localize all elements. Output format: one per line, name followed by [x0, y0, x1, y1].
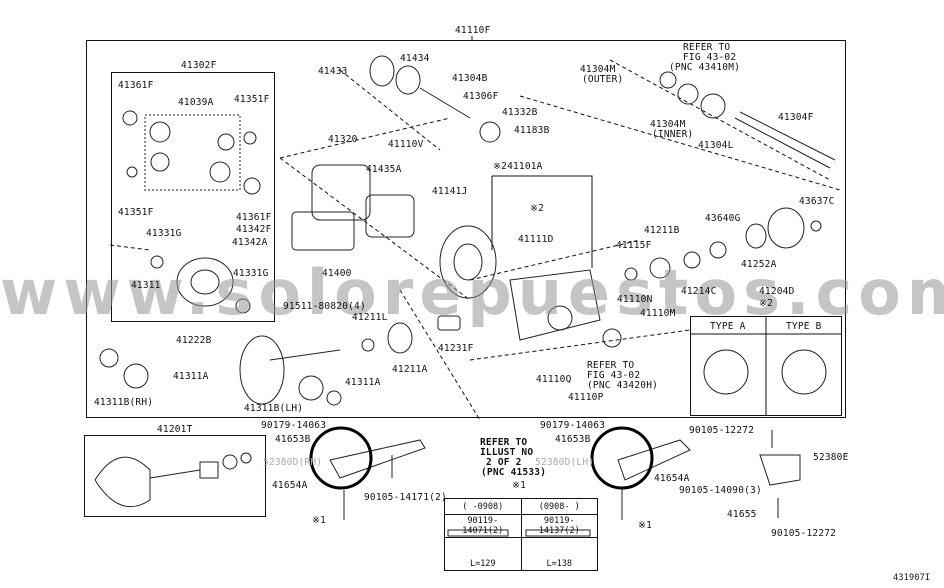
label-41311B-RH[interactable]: 41311B(RH): [94, 397, 154, 408]
label-90179-R[interactable]: 90179-14063: [540, 420, 606, 431]
label-star1-L: ※1: [312, 515, 327, 526]
label-star1-R: ※1: [638, 520, 653, 531]
label-41361F-mid[interactable]: 41361F: [236, 212, 272, 223]
type-b-label: TYPE B: [786, 321, 822, 332]
label-41653B-R[interactable]: 41653B: [555, 434, 591, 445]
label-41211B[interactable]: 41211B: [644, 225, 680, 236]
label-inner: (INNER): [652, 129, 694, 140]
label-41311A-a[interactable]: 41311A: [173, 371, 209, 382]
label-41110Q[interactable]: 41110Q: [536, 374, 572, 385]
label-refer-41533: REFER TO: [480, 437, 528, 448]
label-41351F-top[interactable]: 41351F: [234, 94, 270, 105]
label-41110N[interactable]: 41110N: [617, 294, 653, 305]
label-90105-14090[interactable]: 90105-14090(3): [679, 485, 762, 496]
label-41351F-mid[interactable]: 41351F: [118, 207, 154, 218]
label-refer-43410-b: FIG 43-02: [683, 52, 737, 63]
label-41435A[interactable]: 41435A: [366, 164, 402, 175]
label-41342F[interactable]: 41342F: [236, 224, 272, 235]
label-41304M-outer[interactable]: 41304M: [580, 64, 616, 75]
label-41654A-L[interactable]: 41654A: [272, 480, 308, 491]
watermark: www.solorepuestos.com: [0, 256, 944, 329]
label-90105-12272-b[interactable]: 90105-12272: [771, 528, 837, 539]
label-41231F[interactable]: 41231F: [438, 343, 474, 354]
label-star1-mid: ※1: [512, 480, 527, 491]
bolt-table-length-2: L=138: [520, 537, 598, 571]
label-41110M[interactable]: 41110M: [640, 308, 676, 319]
diagram-code: 431907I: [893, 573, 931, 583]
label-41311A-b[interactable]: 41311A: [345, 377, 381, 388]
label-41304B[interactable]: 41304B: [452, 73, 488, 84]
label-41361F[interactable]: 41361F: [118, 80, 154, 91]
label-star2-a: ※2: [530, 203, 545, 214]
bolt-table: ( -0908) (0908- ) 90119-14071(2) 90119-1…: [444, 498, 598, 571]
label-52380D-RH[interactable]: 52380D(RH): [263, 457, 323, 468]
main-assembly-frame: [86, 40, 846, 418]
label-41110P[interactable]: 41110P: [568, 392, 604, 403]
label-41311[interactable]: 41311: [131, 280, 161, 291]
label-90105-14171[interactable]: 90105-14171(2): [364, 492, 447, 503]
label-41115F[interactable]: 41115F: [616, 240, 652, 251]
label-41201T[interactable]: 41201T: [157, 424, 193, 435]
label-41306F[interactable]: 41306F: [463, 91, 499, 102]
bolt-table-length-1: L=129: [444, 537, 522, 571]
label-41320[interactable]: 41320: [328, 134, 358, 145]
label-41332B[interactable]: 41332B: [502, 107, 538, 118]
bolt-table-header-1: ( -0908): [444, 498, 522, 515]
label-41110V[interactable]: 41110V: [388, 139, 424, 150]
label-41331G-b[interactable]: 41331G: [233, 268, 269, 279]
label-43637C[interactable]: 43637C: [799, 196, 835, 207]
label-41304M-inner[interactable]: 41304M: [650, 119, 686, 130]
label-refer-43420: REFER TO: [587, 360, 635, 371]
label-41655[interactable]: 41655: [727, 509, 757, 520]
bolt-table-header-2: (0908- ): [520, 498, 598, 515]
label-outer: (OUTER): [582, 74, 624, 85]
label-41653B-L[interactable]: 41653B: [275, 434, 311, 445]
label-41039A[interactable]: 41039A: [178, 97, 214, 108]
label-refer-43420-c[interactable]: (PNC 43420H): [587, 380, 659, 391]
pinion-gear-frame: [84, 435, 266, 517]
label-41204D[interactable]: 41204D: [759, 286, 795, 297]
label-star2-b: ※2: [759, 298, 774, 309]
label-refer-43410: REFER TO: [683, 42, 731, 53]
label-41222B[interactable]: 41222B: [176, 335, 212, 346]
label-41302F[interactable]: 41302F: [181, 60, 217, 71]
label-41110F[interactable]: 41110F: [455, 25, 491, 36]
label-41434[interactable]: 41434: [400, 53, 430, 64]
label-41342A[interactable]: 41342A: [232, 237, 268, 248]
bolt-table-part-2[interactable]: 90119-14137(2): [520, 514, 598, 538]
type-a-label: TYPE A: [710, 321, 746, 332]
label-41304L[interactable]: 41304L: [698, 140, 734, 151]
label-52380E[interactable]: 52380E: [813, 452, 849, 463]
label-43640G[interactable]: 43640G: [705, 213, 741, 224]
label-90105-12272-a[interactable]: 90105-12272: [689, 425, 755, 436]
label-refer-41533-d[interactable]: (PNC 41533): [481, 467, 547, 478]
label-41211A[interactable]: 41211A: [392, 364, 428, 375]
label-refer-43420-b: FIG 43-02: [587, 370, 641, 381]
label-41141J[interactable]: 41141J: [432, 186, 468, 197]
label-refer-41533-c: 2 OF 2: [486, 457, 522, 468]
label-refer-41533-b: ILLUST NO: [480, 447, 534, 458]
label-41183B[interactable]: 41183B: [514, 125, 550, 136]
label-241101A[interactable]: ※241101A: [493, 161, 543, 172]
label-41252A[interactable]: 41252A: [741, 259, 777, 270]
label-41433[interactable]: 41433: [318, 66, 348, 77]
label-91511[interactable]: 91511-80820(4): [283, 301, 366, 312]
bolt-table-part-1[interactable]: 90119-14071(2): [444, 514, 522, 538]
label-90179-L[interactable]: 90179-14063: [261, 420, 327, 431]
label-41211L[interactable]: 41211L: [352, 312, 388, 323]
label-41214C[interactable]: 41214C: [681, 286, 717, 297]
label-41304F[interactable]: 41304F: [778, 112, 814, 123]
label-41331G-a[interactable]: 41331G: [146, 228, 182, 239]
label-41311B-LH[interactable]: 41311B(LH): [244, 403, 304, 414]
label-41400[interactable]: 41400: [322, 268, 352, 279]
label-refer-43410-c[interactable]: (PNC 43410M): [669, 62, 741, 73]
label-41111D[interactable]: 41111D: [518, 234, 554, 245]
label-41654A-R[interactable]: 41654A: [654, 473, 690, 484]
differential-case-frame: [111, 72, 275, 322]
label-52380D-LH[interactable]: 52380D(LH): [535, 457, 595, 468]
